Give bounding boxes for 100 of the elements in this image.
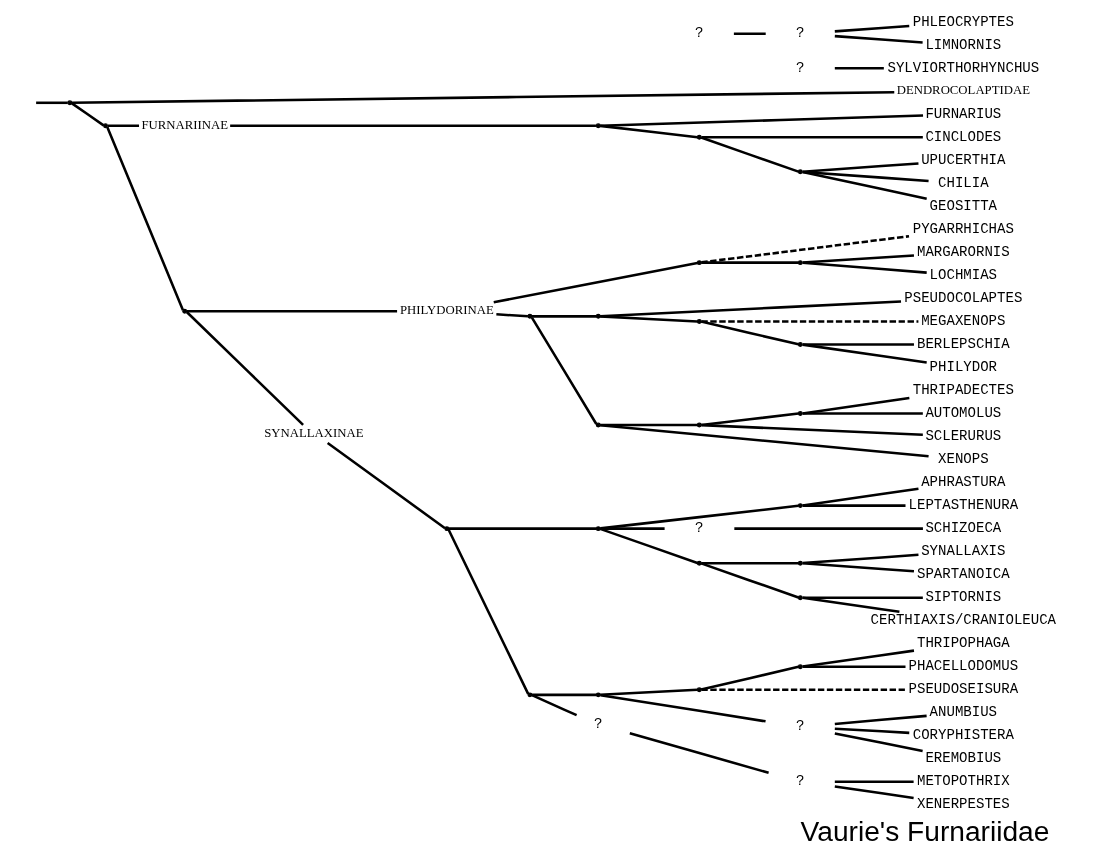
node-text: MEGAXENOPS [921, 313, 1006, 330]
connector [530, 316, 598, 425]
connector [230, 124, 596, 128]
node-text: XENERPESTES [916, 796, 1010, 813]
node-text: SYNALLAXINAE [264, 426, 364, 441]
connector [834, 34, 923, 44]
connector [449, 527, 597, 530]
connector [701, 561, 799, 565]
node-text: APHRASTURA [921, 474, 1006, 491]
node-text: ? [594, 715, 603, 732]
node-text: UPUCERTHIA [921, 151, 1006, 168]
node-point [696, 260, 702, 266]
connector [734, 527, 923, 530]
node-text: PSEUDOSEISURA [908, 681, 1019, 698]
connector [107, 124, 140, 128]
node-text: DENDROCOLAPTIDAE [896, 83, 1030, 98]
node-point [182, 308, 188, 314]
node-text: SYLVIORTHORHYNCHUS [887, 59, 1040, 76]
node-text: PHACELLODOMUS [908, 658, 1019, 675]
connector [802, 162, 919, 174]
connector [493, 261, 698, 304]
node-text: SIPTORNIS [925, 589, 1002, 606]
node-text: SCLERURUS [925, 428, 1002, 445]
connector [531, 694, 578, 717]
connector [802, 649, 915, 668]
node-text: ? [796, 718, 805, 735]
connector [834, 727, 910, 735]
node-point [595, 313, 601, 319]
node-text: CERTHIAXIS/CRANIOLEUCA [870, 612, 1057, 629]
connector [600, 315, 698, 323]
node-text: ? [796, 773, 805, 790]
node-text: ANUMBIUS [929, 704, 998, 721]
node-point [527, 313, 533, 319]
node-text: CORYPHISTERA [912, 727, 1014, 744]
node-text: THRIPADECTES [912, 382, 1014, 399]
node-text: PSEUDOCOLAPTES [904, 290, 1023, 307]
connector [600, 124, 698, 139]
connector [600, 504, 799, 530]
connector [802, 665, 906, 668]
connector [802, 343, 914, 346]
connector [326, 442, 446, 530]
connector [700, 320, 799, 346]
connector [802, 261, 927, 274]
node-text: PHLEOCRYPTES [912, 13, 1014, 30]
node-point [797, 560, 803, 566]
connector [701, 423, 923, 437]
node-point [527, 692, 533, 698]
connector [802, 396, 910, 415]
connector [496, 313, 529, 318]
node-text: ? [796, 25, 805, 42]
connector [600, 693, 766, 723]
connector [802, 504, 906, 507]
node-text: ? [796, 59, 805, 76]
node-point [696, 319, 702, 324]
connector [802, 561, 915, 573]
connector [701, 412, 799, 427]
connector [599, 527, 698, 565]
node-text: SCHIZOECA [925, 520, 1002, 537]
connector [629, 732, 769, 775]
connector [834, 67, 884, 70]
connector [600, 423, 698, 427]
node-text: EREMOBIUS [925, 750, 1002, 767]
node-point [797, 342, 803, 347]
node-point [797, 503, 803, 509]
node-text: PHILYDORINAE [399, 303, 494, 318]
node-point [595, 526, 601, 532]
node-point [444, 526, 450, 532]
connector [701, 261, 799, 264]
node-point [696, 687, 702, 693]
connector [701, 688, 906, 692]
connector [802, 596, 923, 599]
node-point [696, 422, 702, 428]
connector [71, 102, 105, 127]
node-text: GEOSITTA [929, 197, 998, 214]
connector [802, 487, 919, 507]
connector [701, 320, 919, 323]
connector [600, 114, 924, 128]
connector [834, 732, 923, 753]
node-point [595, 422, 601, 428]
node-point [696, 134, 702, 140]
node-point [103, 123, 108, 129]
connector [834, 24, 910, 33]
connector [802, 596, 900, 613]
connector [186, 309, 398, 313]
node-text: SPARTANOICA [916, 566, 1010, 583]
connector [531, 315, 597, 318]
connector [834, 780, 914, 784]
node-text: FURNARIINAE [141, 118, 228, 133]
connector [701, 136, 923, 139]
connector [36, 101, 68, 105]
connector [700, 562, 799, 599]
node-text: AUTOMOLUS [925, 405, 1002, 422]
node-point [595, 692, 601, 698]
node-point [595, 123, 601, 129]
connector [700, 136, 799, 173]
node-text: LIMNORNIS [925, 36, 1002, 53]
node-text: CHILIA [938, 174, 989, 191]
node-point [797, 411, 803, 416]
node-text: BERLEPSCHIA [916, 336, 1010, 353]
connector [531, 693, 597, 697]
